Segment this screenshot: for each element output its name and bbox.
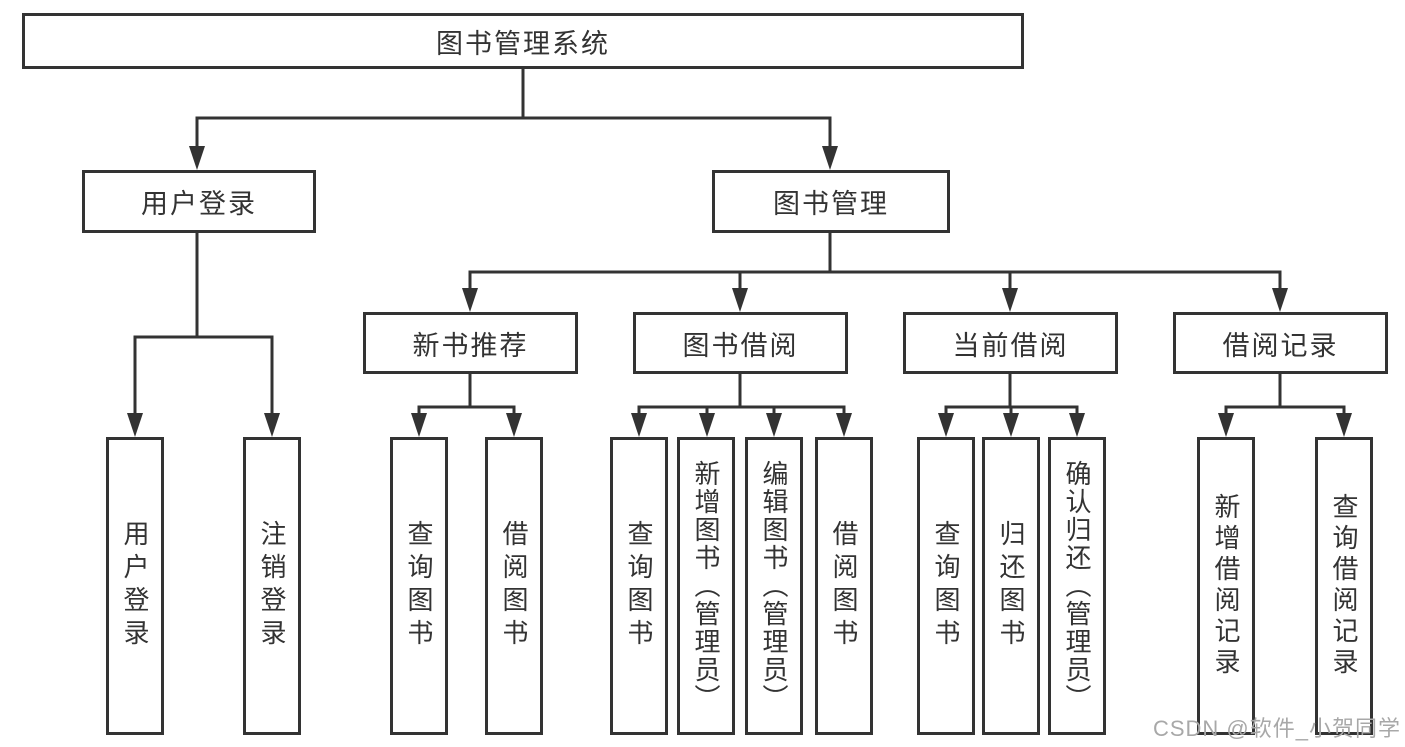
node-leaf-return-books: 归还图书 <box>982 437 1040 735</box>
watermark: CSDN @软件_小贺同学 <box>1152 716 1401 741</box>
node-leaf-add-books-admin: 新增图书（管理员） <box>677 437 735 735</box>
node-root: 图书管理系统 <box>22 13 1024 69</box>
node-leaf-query-books-recommend: 查询图书 <box>390 437 448 735</box>
node-leaf-query-books-borrowing: 查询图书 <box>610 437 668 735</box>
arrowhead-icons <box>127 146 1352 437</box>
node-leaf-borrow-books-recommend: 借阅图书 <box>485 437 543 735</box>
node-leaf-logout: 注销登录 <box>243 437 301 735</box>
node-user-login: 用户登录 <box>82 170 316 233</box>
node-leaf-edit-books-admin: 编辑图书（管理员） <box>745 437 803 735</box>
node-leaf-add-borrow-record: 新增借阅记录 <box>1197 437 1255 735</box>
node-book-management: 图书管理 <box>712 170 950 233</box>
node-borrowing-records: 借阅记录 <box>1173 312 1388 374</box>
node-leaf-query-borrow-record: 查询借阅记录 <box>1315 437 1373 735</box>
node-leaf-confirm-return-admin: 确认归还（管理员） <box>1048 437 1106 735</box>
node-leaf-query-books-current: 查询图书 <box>917 437 975 735</box>
node-book-borrowing: 图书借阅 <box>633 312 848 374</box>
node-current-borrowing: 当前借阅 <box>903 312 1118 374</box>
node-new-book-recommend: 新书推荐 <box>363 312 578 374</box>
node-leaf-borrow-books-borrowing: 借阅图书 <box>815 437 873 735</box>
node-leaf-user-login: 用户登录 <box>106 437 164 735</box>
